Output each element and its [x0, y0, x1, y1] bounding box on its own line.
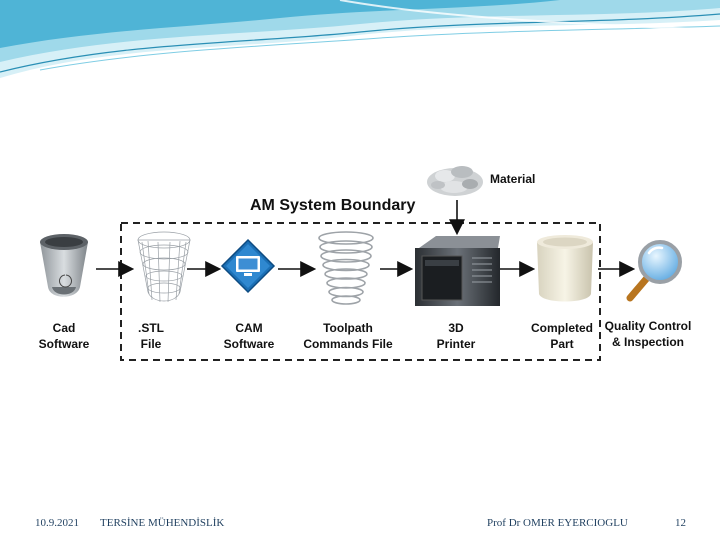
magnifier-icon [626, 240, 682, 302]
diagram-graphics [40, 166, 682, 361]
footer-course-title: TERSİNE MÜHENDİSLİK [100, 517, 225, 529]
material-label: Material [490, 172, 536, 186]
footer-page-number: 12 [675, 517, 686, 529]
printed-part-icon [537, 235, 593, 302]
boundary-title: AM System Boundary [250, 197, 416, 214]
crucible-cad-model-icon [40, 234, 88, 297]
cam-software-monitor-icon [220, 238, 276, 294]
header-wave-decoration [0, 0, 720, 78]
am-system-boundary [120, 222, 601, 361]
3d-printer-icon [415, 236, 500, 306]
material-pellets-icon [427, 166, 483, 196]
footer-author: Prof Dr OMER EYERCIOGLU [487, 517, 628, 529]
footer-date: 10.9.2021 [35, 517, 79, 529]
step-label-quality-control: Quality Control& Inspection [604, 319, 692, 349]
stl-wireframe-mesh-icon [137, 231, 191, 303]
toolpath-rings-icon [318, 231, 374, 305]
